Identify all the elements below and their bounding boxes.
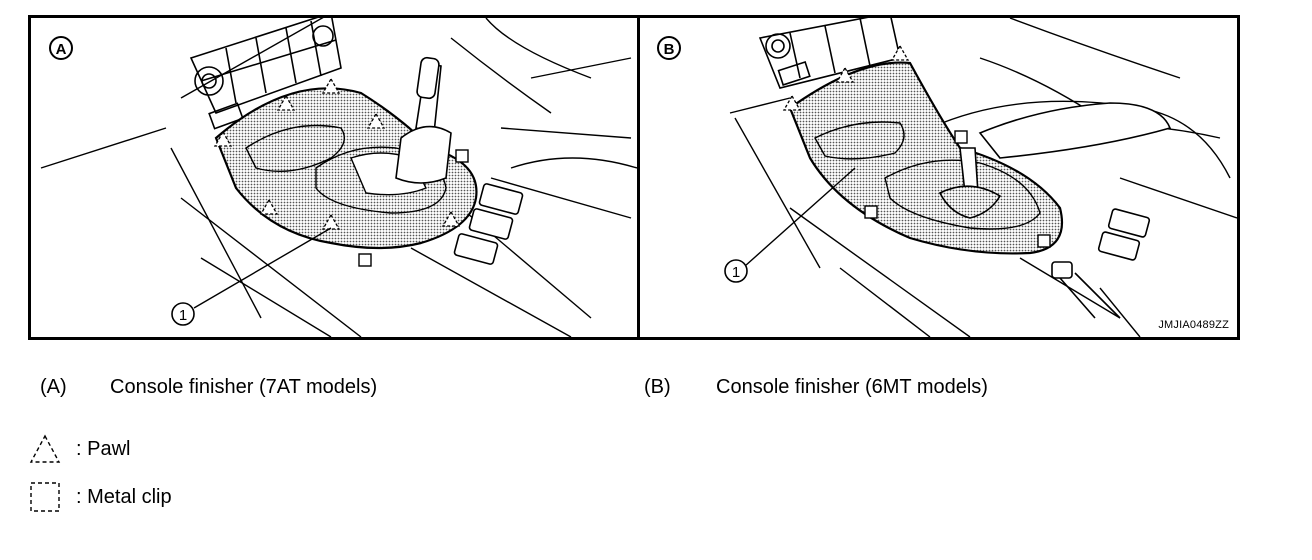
- triangle-dashed-icon: [29, 434, 61, 463]
- panel-a-7at: A 1: [31, 18, 637, 337]
- panel-b-6mt: B 1 JMJIA0489ZZ: [640, 18, 1237, 337]
- callout-number-b: 1: [732, 264, 740, 281]
- panel-divider: [637, 18, 640, 337]
- caption-b-text: Console finisher (6MT models): [716, 376, 988, 398]
- console-illustration-b: B 1: [657, 18, 1237, 337]
- panel-badge-b: B: [664, 41, 675, 58]
- legend-metal-clip: : Metal clip: [28, 480, 172, 514]
- diagram-figure: A 1: [28, 15, 1240, 340]
- console-illustration-a: A 1: [40, 18, 637, 337]
- legend-pawl: : Pawl: [28, 432, 130, 466]
- legend-metal-clip-label: : Metal clip: [76, 485, 172, 508]
- square-dashed-icon: [30, 482, 60, 512]
- caption-a-text: Console finisher (7AT models): [110, 376, 378, 398]
- panel-badge-a: A: [56, 41, 67, 58]
- caption-b-key: (B): [644, 376, 671, 398]
- caption-a-key: (A): [40, 376, 67, 398]
- callout-number-a: 1: [179, 307, 187, 324]
- figure-code: JMJIA0489ZZ: [1158, 319, 1229, 331]
- legend-pawl-label: : Pawl: [76, 437, 131, 460]
